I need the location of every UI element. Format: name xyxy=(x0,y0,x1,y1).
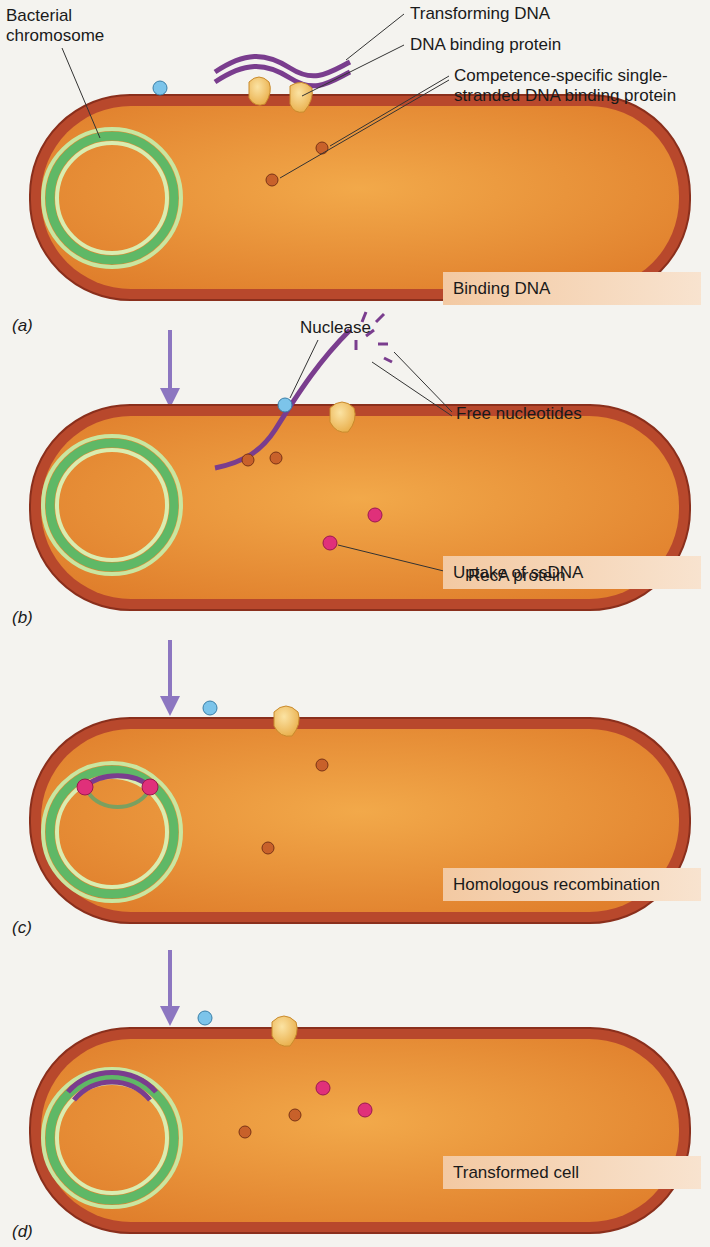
stage-tag: Binding DNA xyxy=(443,272,701,305)
part-label: Bacterial chromosome xyxy=(6,6,126,46)
part-label: Transforming DNA xyxy=(410,4,550,24)
stage-title: Binding DNA xyxy=(453,278,691,299)
stage-tag: Homologous recombination xyxy=(443,868,701,901)
stage-title: Homologous recombination xyxy=(453,874,691,895)
part-label: DNA binding protein xyxy=(410,35,561,55)
panel-letter: (c) xyxy=(12,918,32,938)
panel-letter: (d) xyxy=(12,1222,33,1242)
stage-tag: Transformed cell xyxy=(443,1156,701,1189)
panel-letter: (b) xyxy=(12,608,33,628)
part-label: Competence-specific single-stranded DNA … xyxy=(454,66,694,106)
stage-title: Transformed cell xyxy=(453,1162,691,1183)
panel-letter: (a) xyxy=(12,316,33,336)
part-label: Nuclease xyxy=(300,318,371,338)
part-label: Free nucleotides xyxy=(456,404,582,424)
part-label: RecA protein xyxy=(468,566,565,586)
